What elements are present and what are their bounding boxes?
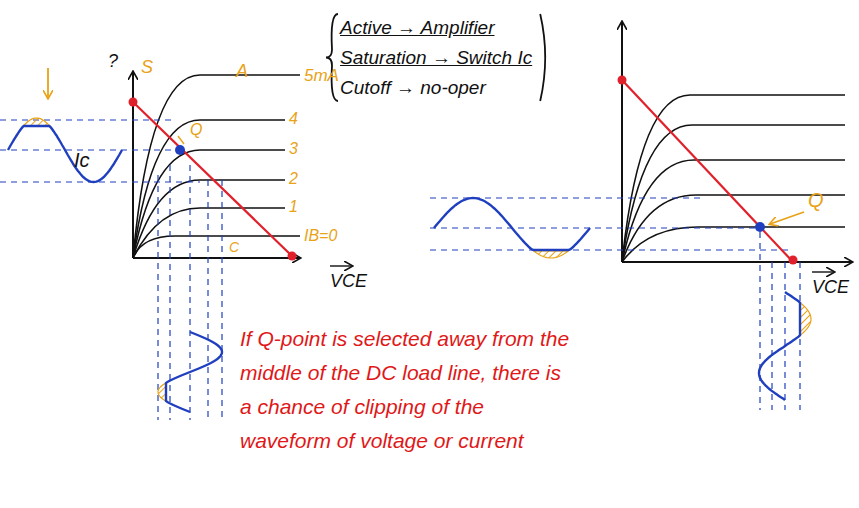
curve-label: 3 [289, 141, 298, 157]
axis-label: VCE [812, 278, 849, 296]
left-brace [326, 14, 338, 101]
axes-right [622, 22, 852, 262]
note-text: If Q-point is selected away from the mid… [240, 322, 570, 458]
region-label: A [236, 62, 248, 80]
right-bracket [540, 14, 545, 101]
mode-line: Saturation → Switch Ic [340, 48, 532, 67]
pointer-arrows [48, 68, 804, 224]
axis-label: ? [108, 52, 118, 70]
signal-waveform [759, 292, 800, 400]
dc-load-line [129, 76, 798, 265]
axis-label: VCE [330, 272, 367, 290]
q-point-label: Q [808, 190, 824, 210]
vector-arrows [330, 266, 834, 272]
region-label: C [229, 240, 239, 254]
mode-line: Active → Amplifier [340, 18, 495, 37]
mode-line: Cutoff → no-oper [340, 78, 486, 97]
curve-label: 2 [289, 171, 298, 187]
curve-label: 4 [289, 111, 298, 127]
characteristic-curves-right [622, 95, 845, 262]
clipped-region [800, 303, 811, 335]
curve-label: 1 [289, 199, 298, 215]
region-label: S [141, 58, 153, 76]
clipped-region [24, 118, 50, 126]
curve-label: 5mA [304, 67, 339, 84]
signal-waveform [8, 126, 122, 182]
q-point-label: Q [190, 122, 202, 138]
signal-waveform [166, 332, 222, 412]
bracket [326, 14, 545, 101]
q-point [175, 145, 765, 232]
curve-label: IB=0 [304, 228, 337, 244]
axis-label: Ic [74, 150, 90, 170]
clipped-region [534, 251, 569, 258]
clipped-region [158, 383, 166, 401]
signal-waveform [434, 198, 590, 250]
